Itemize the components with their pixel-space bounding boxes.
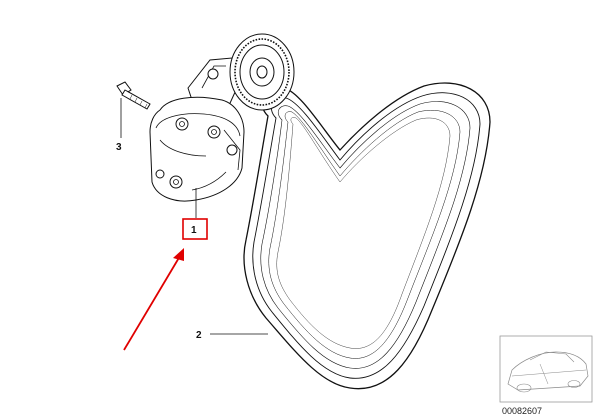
callout-1-label[interactable]: 1 — [191, 225, 197, 236]
drive-belt[interactable] — [243, 82, 491, 390]
idler-pulley — [229, 33, 295, 111]
callout-1-highlight-box — [182, 218, 208, 240]
callout-2-label: 2 — [196, 330, 202, 341]
belt-tensioner[interactable] — [149, 33, 295, 202]
vehicle-thumbnail: 00082607 — [499, 335, 593, 416]
reference-number: 00082607 — [502, 406, 542, 416]
callout-3-label: 3 — [116, 142, 122, 153]
red-pointer-arrow — [123, 248, 184, 351]
hex-bolt[interactable] — [116, 81, 151, 110]
